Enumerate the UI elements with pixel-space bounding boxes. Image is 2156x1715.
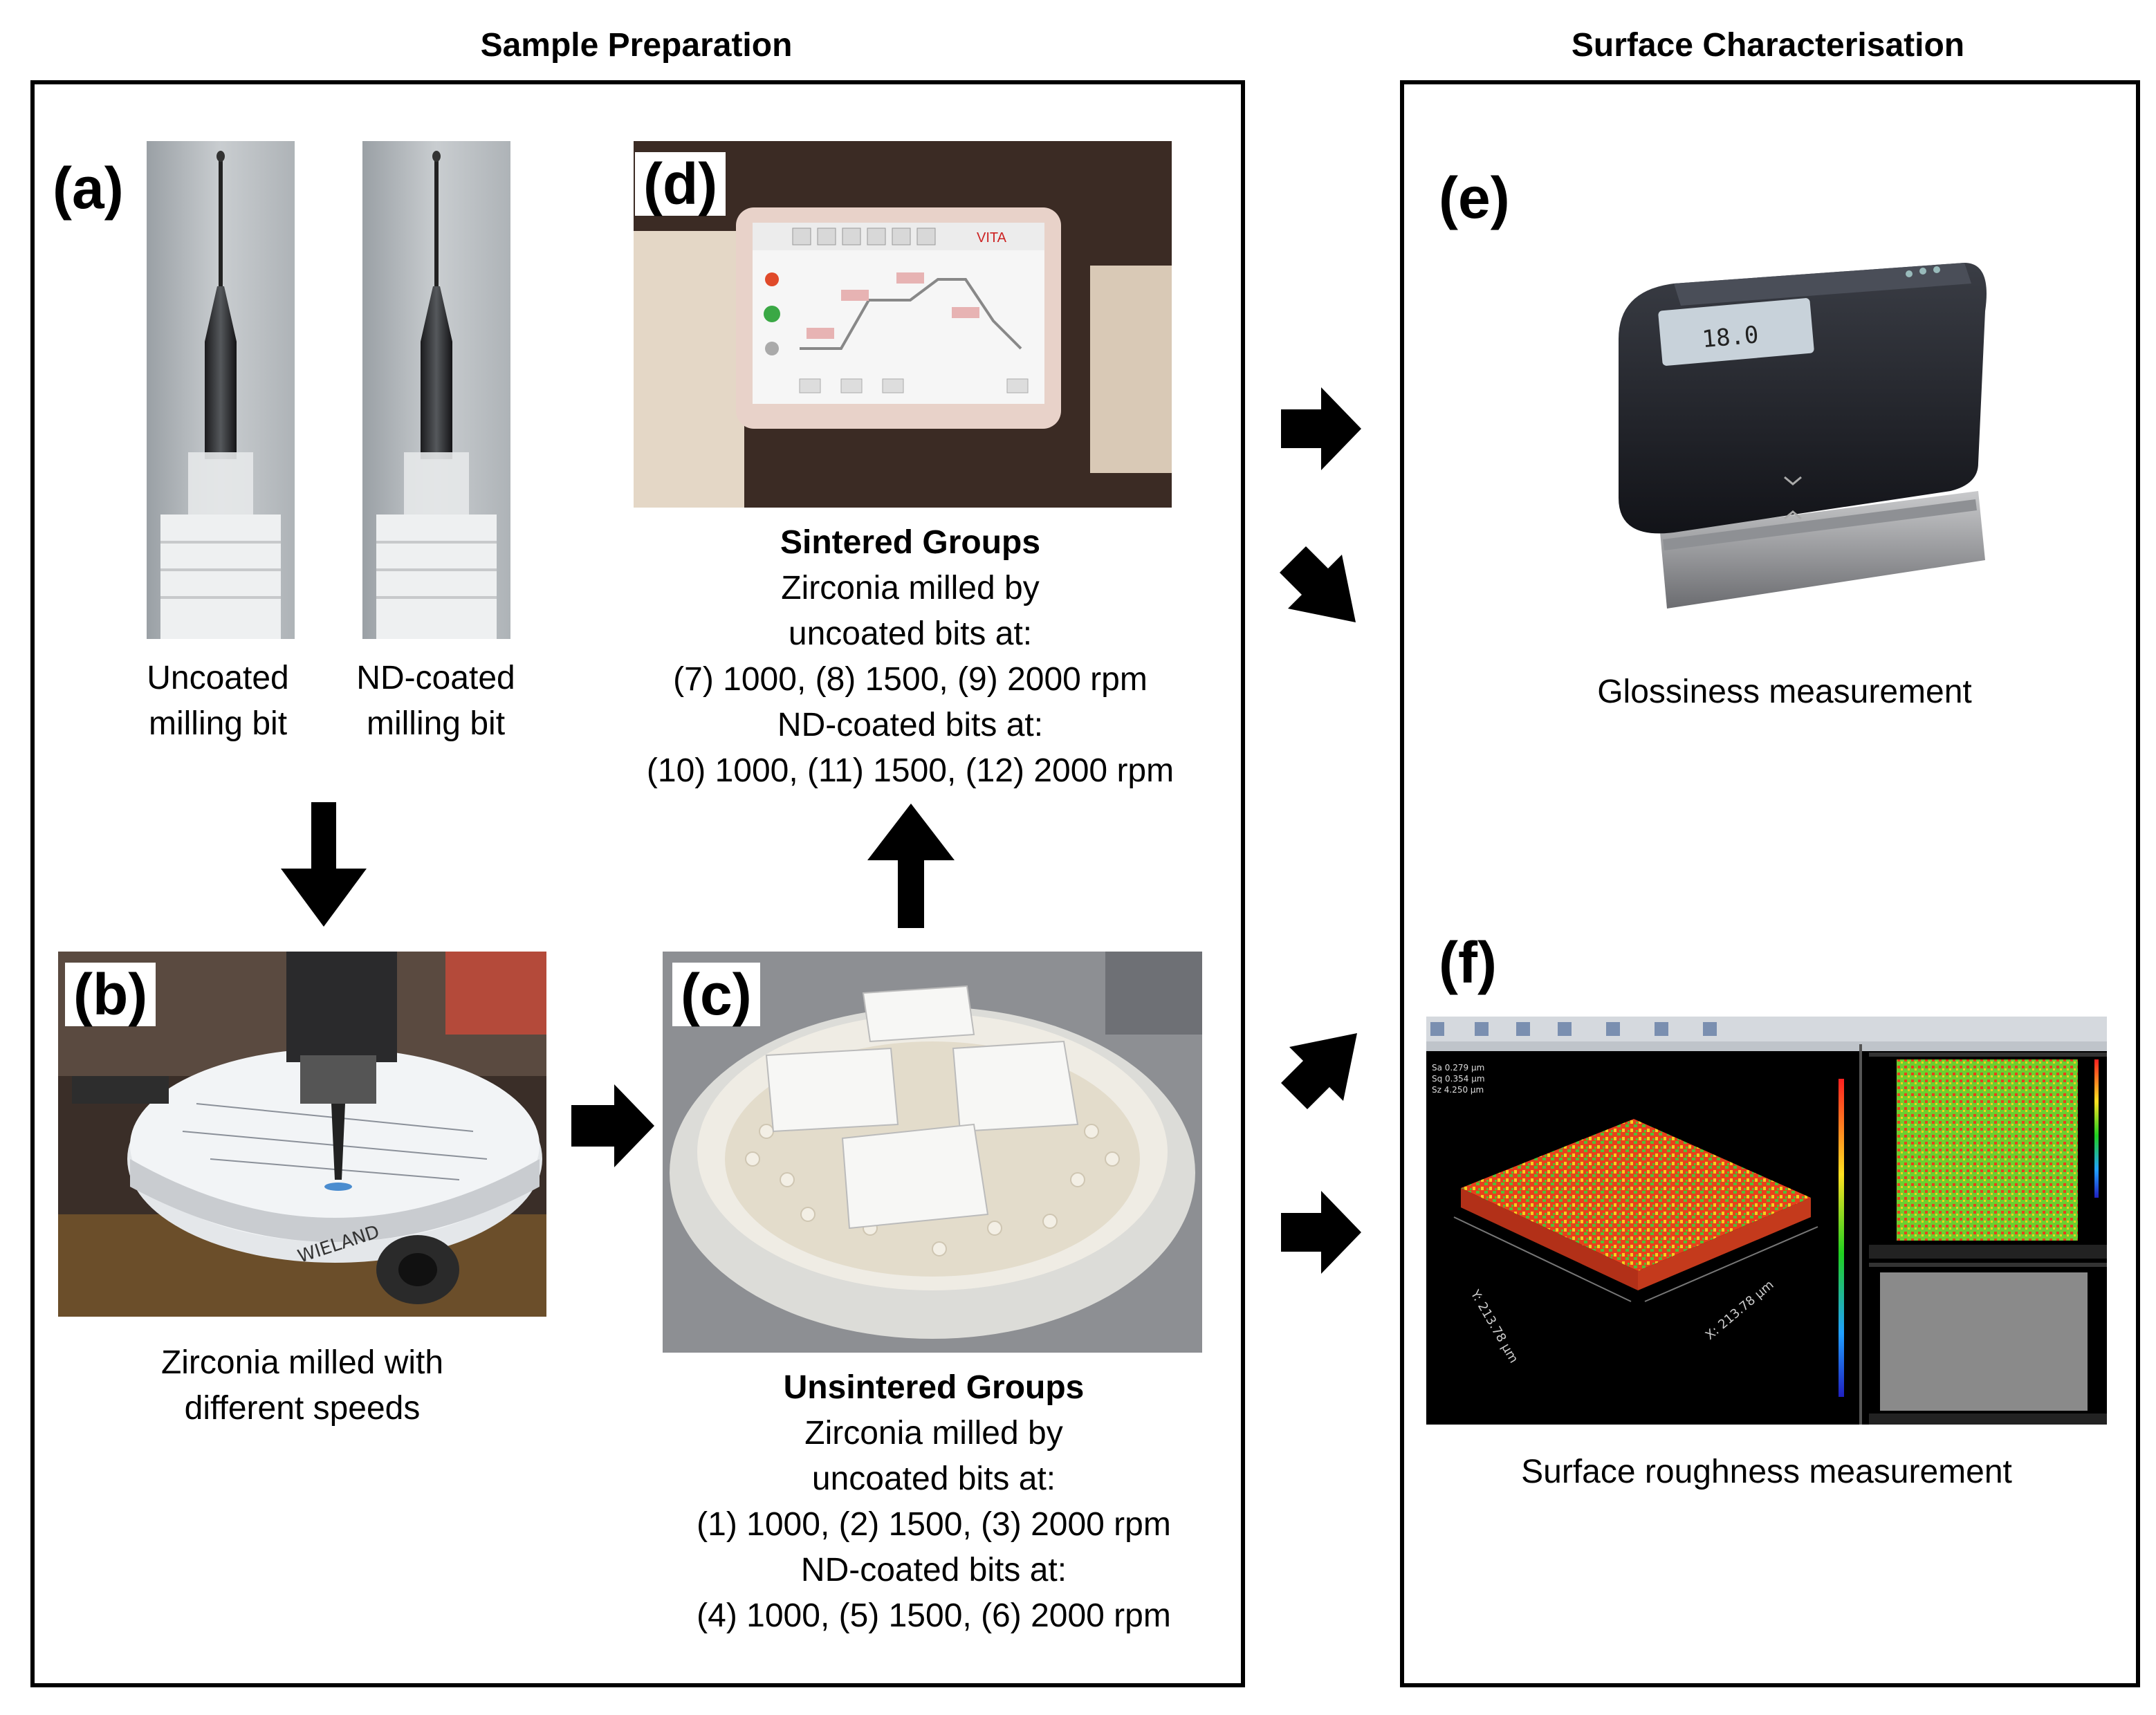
arrow-to-roughness-2 [1281, 1191, 1361, 1274]
panel-label-a: (a) [44, 156, 132, 220]
surface-roughness-measurement-caption: Surface roughness measurement [1521, 1454, 2012, 1490]
unsintered-line-1: Zirconia milled by [804, 1415, 1063, 1452]
vita-brand-text: VITA [977, 230, 1007, 245]
sample-preparation-title: Sample Preparation [480, 27, 793, 64]
arrow-to-glossiness-1 [1281, 387, 1361, 470]
stat-sq: Sq 0.354 µm [1432, 1074, 1485, 1084]
uncoated-milling-bit-label: Uncoated milling bit [104, 656, 332, 747]
panel-label-b: (b) [65, 963, 156, 1026]
uncoated-label-line-1: Uncoated [147, 660, 289, 696]
gloss-meter-reading: 18.0 [1701, 321, 1760, 353]
unsintered-line-2: uncoated bits at: [811, 1461, 1056, 1497]
unsintered-groups-title: Unsintered Groups [783, 1369, 1085, 1406]
panel-b-caption: Zirconia milled with different speeds [58, 1340, 546, 1431]
panel-label-e: (e) [1430, 166, 1518, 230]
sintering-furnace-photo: VITA [634, 141, 1172, 508]
sintered-line-2: uncoated bits at: [788, 615, 1033, 652]
panel-label-c: (c) [672, 963, 760, 1026]
uncoated-milling-bit-photo [147, 141, 295, 639]
unsintered-line-3: (1) 1000, (2) 1500, (3) 2000 rpm [697, 1506, 1171, 1543]
surface-characterisation-title: Surface Characterisation [1571, 27, 1965, 64]
uncoated-label-line-2: milling bit [148, 705, 288, 742]
stat-sa: Sa 0.279 µm [1432, 1063, 1484, 1073]
sintered-line-5: (10) 1000, (11) 1500, (12) 2000 rpm [646, 752, 1174, 789]
sintered-line-4: ND-coated bits at: [777, 707, 1044, 743]
sample-preparation-box [30, 80, 1245, 1687]
glossiness-measurement-caption: Glossiness measurement [1597, 674, 1972, 710]
unsintered-groups-caption: Unsintered Groups Zirconia milled by unc… [609, 1365, 1259, 1639]
panel-b-caption-line-2: different speeds [184, 1390, 421, 1427]
nd-coated-milling-bit-photo [362, 141, 510, 639]
gloss-meter-photo: 18.0 [1577, 235, 2006, 622]
panel-label-d: (d) [635, 152, 726, 216]
arrow-b-to-c [571, 1084, 654, 1167]
sintered-groups-caption: Sintered Groups Zirconia milled by uncoa… [585, 520, 1235, 794]
arrow-c-to-d [867, 804, 955, 928]
zirconia-milling-photo: WIELAND [58, 952, 546, 1317]
nd-coated-label-line-2: milling bit [366, 705, 506, 742]
surface-roughness-software-screenshot: Sa 0.279 µm Sq 0.354 µm Sz 4.250 µm Y: 2… [1426, 1017, 2107, 1425]
unsintered-line-4: ND-coated bits at: [800, 1552, 1067, 1588]
arrow-to-roughness-1 [1281, 1033, 1357, 1109]
sintered-line-3: (7) 1000, (8) 1500, (9) 2000 rpm [673, 661, 1148, 698]
panel-b-caption-line-1: Zirconia milled with [160, 1344, 444, 1381]
sintered-groups-title: Sintered Groups [780, 524, 1041, 561]
panel-label-f: (f) [1430, 931, 1505, 994]
arrow-to-glossiness-2 [1280, 546, 1356, 622]
arrow-a-to-b [281, 802, 367, 927]
unsintered-samples-photo [663, 952, 1202, 1353]
nd-coated-milling-bit-label: ND-coated milling bit [325, 656, 546, 747]
stat-sz: Sz 4.250 µm [1432, 1085, 1484, 1095]
sintered-line-1: Zirconia milled by [781, 570, 1040, 606]
nd-coated-label-line-1: ND-coated [356, 660, 515, 696]
surface-characterisation-box [1400, 80, 2140, 1687]
unsintered-line-5: (4) 1000, (5) 1500, (6) 2000 rpm [697, 1597, 1171, 1634]
